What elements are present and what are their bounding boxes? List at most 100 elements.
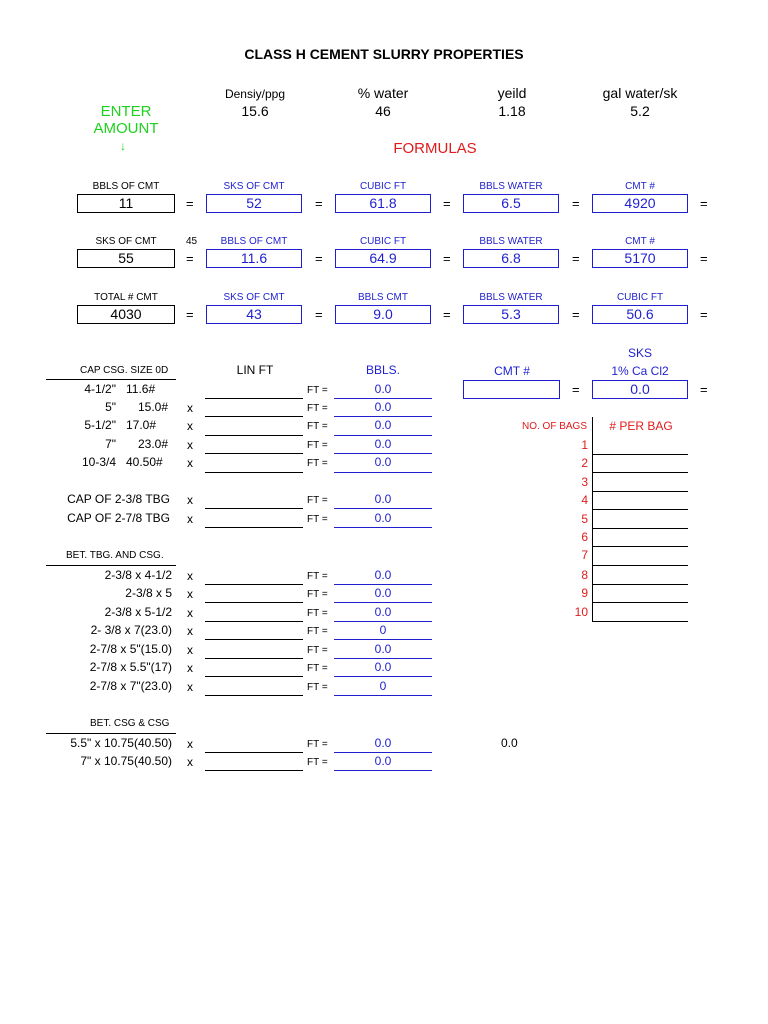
- equals-sign: =: [443, 251, 451, 266]
- no-of-bags-label: NO. OF BAGS: [521, 421, 587, 432]
- amount-label: AMOUNT: [93, 120, 159, 137]
- bet-tbg-label: 2-3/8 x 5: [125, 586, 172, 600]
- ft-label: FT =: [307, 421, 328, 432]
- lin-ft-input[interactable]: [205, 527, 303, 528]
- bag-input[interactable]: [592, 509, 688, 510]
- equals-sign: =: [443, 307, 451, 322]
- times-sign: x: [187, 438, 193, 452]
- casing-weight: 15.0#: [138, 400, 169, 414]
- lin-ft-input[interactable]: [205, 695, 303, 696]
- lin-ft-input[interactable]: [205, 621, 303, 622]
- times-sign: x: [187, 493, 193, 507]
- value-underline: [334, 508, 432, 509]
- cell-header: BBLS WATER: [479, 236, 543, 247]
- sks-label: SKS: [627, 346, 652, 360]
- cmt-number-input[interactable]: [463, 380, 560, 399]
- total-cmt-input[interactable]: 4030: [77, 305, 175, 324]
- cell-header: CUBIC FT: [359, 236, 407, 247]
- equals-sign: =: [186, 307, 194, 322]
- bag-number: 8: [581, 568, 588, 582]
- lin-ft-input[interactable]: [205, 435, 303, 436]
- bag-number: 2: [581, 456, 588, 470]
- bet-csg-label: 7" x 10.75(40.50): [80, 754, 172, 768]
- lin-ft-input[interactable]: [205, 639, 303, 640]
- ft-label: FT =: [307, 458, 328, 469]
- ft-label: FT =: [307, 495, 328, 506]
- cell-value: 4920: [592, 194, 688, 213]
- bag-input[interactable]: [592, 621, 688, 622]
- bag-input[interactable]: [592, 602, 688, 603]
- value-underline: [334, 770, 432, 771]
- cell-value: 64.9: [335, 249, 431, 268]
- value-underline: [334, 472, 432, 473]
- equals-sign: =: [700, 196, 708, 211]
- value-underline: [334, 658, 432, 659]
- bag-number: 1: [581, 438, 588, 452]
- lin-ft-input[interactable]: [205, 658, 303, 659]
- per-bag-label: # PER BAG: [609, 419, 673, 433]
- lin-ft-input[interactable]: [205, 676, 303, 677]
- equals-sign: =: [572, 251, 580, 266]
- ft-label: FT =: [307, 571, 328, 582]
- lin-ft-input[interactable]: [205, 602, 303, 603]
- equals-sign: =: [443, 196, 451, 211]
- bbls-value: 0.0: [374, 455, 392, 469]
- bag-input[interactable]: [592, 491, 688, 492]
- bet-tbg-label: 2-7/8 x 7"(23.0): [89, 679, 172, 693]
- times-sign: x: [187, 419, 193, 433]
- lin-ft-input[interactable]: [205, 416, 303, 417]
- bbls-value: 0.0: [374, 568, 392, 582]
- bag-input[interactable]: [592, 546, 688, 547]
- bbls-value: 0.0: [374, 511, 392, 525]
- bag-number: 6: [581, 530, 588, 544]
- cell-value: 6.8: [463, 249, 559, 268]
- yield-value: 1.18: [498, 103, 526, 119]
- casing-weight: 11.6#: [126, 382, 156, 396]
- section-rule: [46, 733, 176, 734]
- lin-ft-input[interactable]: [205, 398, 303, 399]
- equals-sign: =: [315, 196, 323, 211]
- ft-label: FT =: [307, 589, 328, 600]
- enter-label: ENTER: [100, 103, 152, 120]
- bags-divider: [592, 417, 593, 621]
- bag-number: 10: [574, 605, 588, 619]
- equals-sign: =: [186, 251, 194, 266]
- cell-header: SKS OF CMT: [223, 181, 285, 192]
- times-sign: x: [187, 755, 193, 769]
- ft-label: FT =: [307, 739, 328, 750]
- ft-label: FT =: [307, 682, 328, 693]
- density-value: 15.6: [241, 103, 269, 119]
- cell-value: 5.3: [463, 305, 559, 324]
- value-underline: [334, 695, 432, 696]
- ft-label: FT =: [307, 663, 328, 674]
- bag-input[interactable]: [592, 528, 688, 529]
- bbls-value: 0.0: [374, 382, 392, 396]
- side-note: 45: [186, 236, 198, 247]
- bag-input[interactable]: [592, 584, 688, 585]
- bag-input[interactable]: [592, 454, 688, 455]
- casing-size: 7": [105, 437, 116, 451]
- times-sign: x: [187, 680, 193, 694]
- casing-weight: 17.0#: [126, 418, 157, 432]
- lin-ft-input[interactable]: [205, 472, 303, 473]
- gal-water-value: 5.2: [630, 103, 650, 119]
- bet-tbg-label: 2- 3/8 x 7(23.0): [90, 623, 172, 637]
- bag-input[interactable]: [592, 472, 688, 473]
- cell-header: CMT #: [625, 236, 655, 247]
- lin-ft-input[interactable]: [205, 770, 303, 771]
- lin-ft-input[interactable]: [205, 453, 303, 454]
- lin-ft-input[interactable]: [205, 584, 303, 585]
- times-sign: x: [187, 456, 193, 470]
- bag-input[interactable]: [592, 565, 688, 566]
- lin-ft-input[interactable]: [205, 508, 303, 509]
- bbls-header: BBLS.: [365, 363, 401, 377]
- casing-size: 4-1/2": [84, 382, 116, 396]
- bbls-input[interactable]: 11: [77, 194, 175, 213]
- bbls-value: 0.0: [374, 492, 392, 506]
- cell-value: 6.5: [463, 194, 559, 213]
- input-label: TOTAL # CMT: [94, 292, 158, 303]
- lin-ft-input[interactable]: [205, 752, 303, 753]
- equals-sign: =: [572, 307, 580, 322]
- sks-input[interactable]: 55: [77, 249, 175, 268]
- equals-sign: =: [186, 196, 194, 211]
